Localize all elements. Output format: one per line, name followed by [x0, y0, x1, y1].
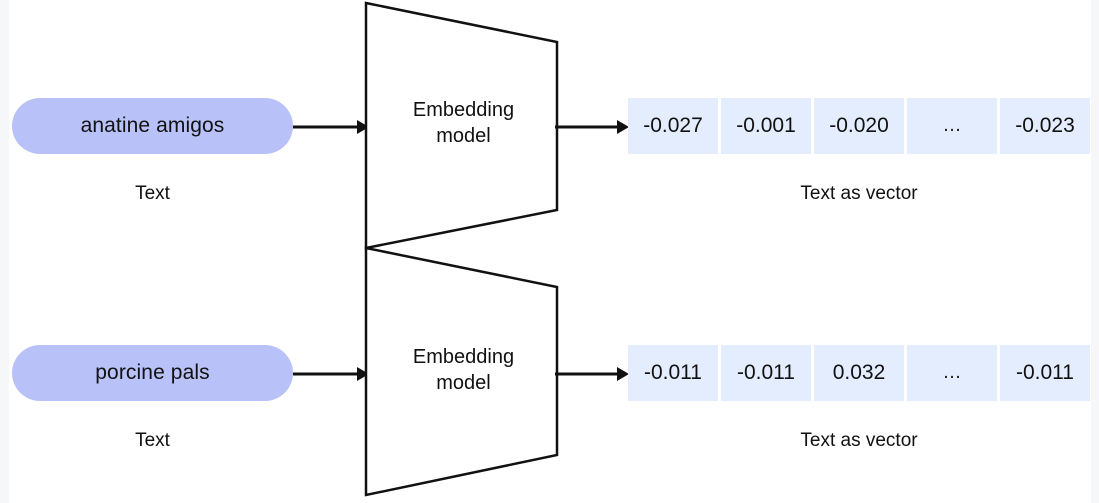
- embedding-model-label-row-1: Embedding model: [376, 97, 551, 149]
- vector-row-2: -0.011 -0.011 0.032 … -0.011: [628, 345, 1090, 401]
- input-caption-row-1: Text: [135, 183, 170, 204]
- arrow-input-to-model-row-1: [293, 120, 369, 134]
- embedding-model-shape-row-2: [364, 246, 559, 497]
- input-pill-label-row-2: porcine pals: [95, 361, 210, 384]
- input-caption-row-2: Text: [135, 430, 170, 451]
- vector-cell: -0.011: [1000, 345, 1090, 401]
- embedding-model-label-line1-row-1: Embedding: [412, 99, 515, 121]
- embedding-model-label-line2-row-2: model: [436, 372, 491, 394]
- arrow-input-to-model-row-2: [293, 367, 369, 381]
- vector-cell: -0.020: [814, 98, 904, 154]
- left-edge-strip: [0, 0, 9, 503]
- vector-cell: -0.001: [721, 98, 811, 154]
- vector-cell: -0.011: [721, 345, 811, 401]
- vector-cell: -0.027: [628, 98, 718, 154]
- vector-cell: 0.032: [814, 345, 904, 401]
- arrow-model-to-vector-row-1: [555, 120, 629, 134]
- embedding-model-label-line2-row-1: model: [436, 125, 491, 147]
- embedding-model-label-line1-row-2: Embedding: [412, 346, 515, 368]
- vector-caption-row-2: Text as vector: [800, 430, 918, 451]
- embedding-model-label-row-2: Embedding model: [376, 344, 551, 396]
- vector-row-1: -0.027 -0.001 -0.020 … -0.023: [628, 98, 1090, 154]
- vector-cell: -0.011: [628, 345, 718, 401]
- vector-cell: -0.023: [1000, 98, 1090, 154]
- right-edge-strip: [1091, 0, 1099, 503]
- input-pill-row-1[interactable]: anatine amigos: [12, 98, 293, 154]
- embedding-model-shape-row-1: [364, 1, 559, 250]
- input-pill-label-row-1: anatine amigos: [80, 114, 225, 137]
- arrow-model-to-vector-row-2: [555, 367, 629, 381]
- vector-cell-ellipsis: …: [907, 98, 997, 154]
- input-pill-row-2[interactable]: porcine pals: [12, 345, 293, 401]
- vector-cell-ellipsis: …: [907, 345, 997, 401]
- vector-caption-row-1: Text as vector: [800, 183, 918, 204]
